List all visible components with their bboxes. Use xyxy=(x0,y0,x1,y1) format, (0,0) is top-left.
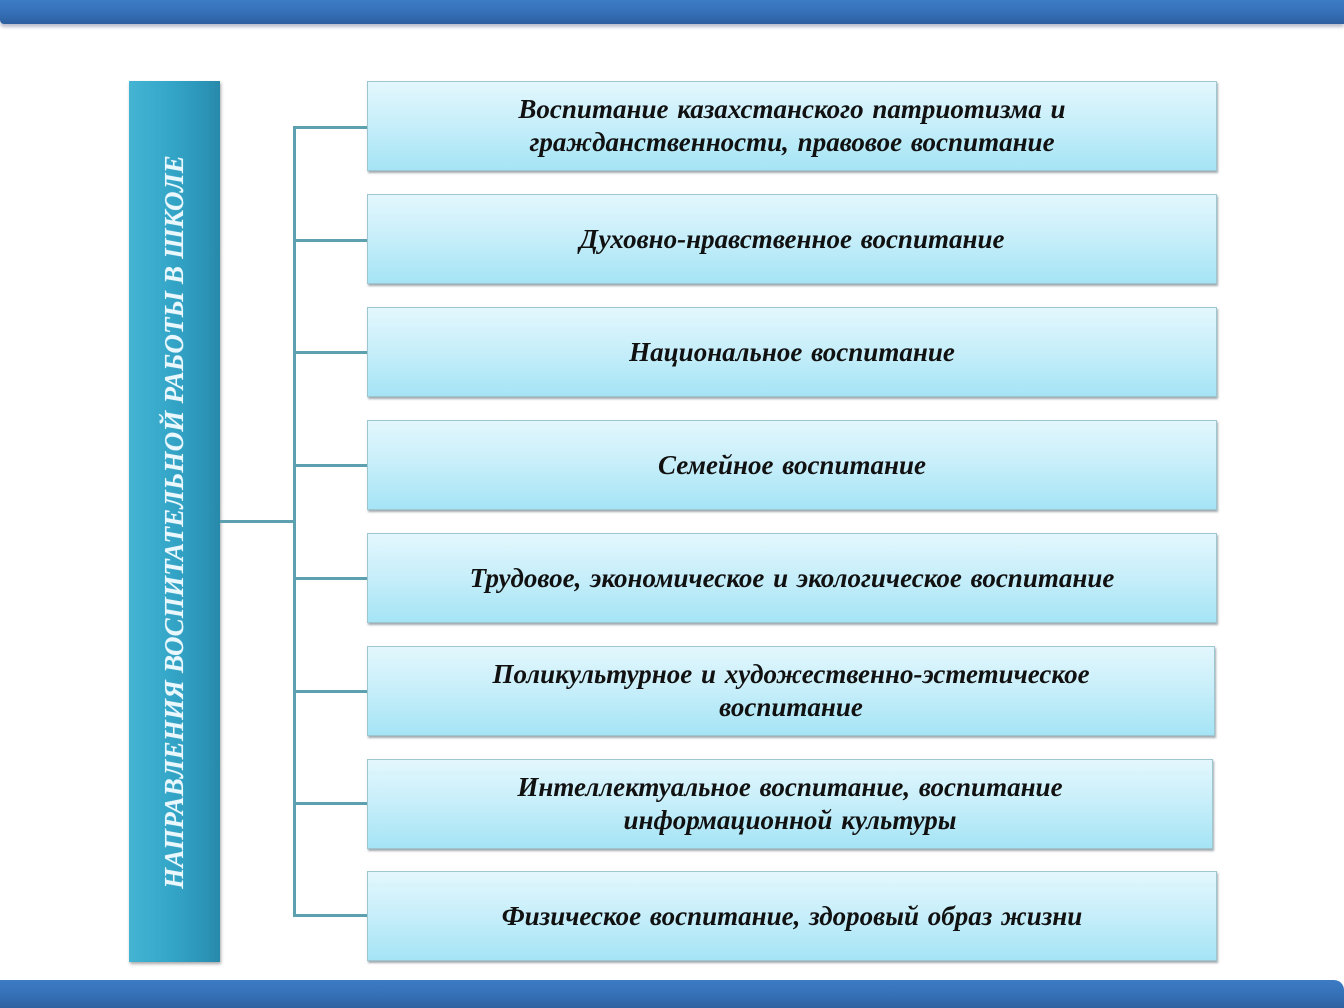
connector-stub-from-label xyxy=(220,520,296,523)
connector-branch-5 xyxy=(293,577,368,580)
connector-branch-3 xyxy=(293,351,368,354)
connector-branch-4 xyxy=(293,464,368,467)
direction-box-patriotism: Воспитание казахстанского патриотизма и … xyxy=(367,81,1217,171)
category-label-box: НАПРАВЛЕНИЯ ВОСПИТАТЕЛЬНОЙ РАБОТЫ В ШКОЛ… xyxy=(129,81,220,962)
direction-box-labor-economic-ecological: Трудовое, экономическое и экологическое … xyxy=(367,533,1217,623)
direction-label: Интеллектуальное воспитание, воспитание … xyxy=(517,772,1063,835)
direction-label: Физическое воспитание, здоровый образ жи… xyxy=(501,900,1083,931)
direction-box-family: Семейное воспитание xyxy=(367,420,1217,510)
connector-branch-6 xyxy=(293,690,368,693)
direction-box-spiritual-moral: Духовно-нравственное воспитание xyxy=(367,194,1217,284)
category-label-text: НАПРАВЛЕНИЯ ВОСПИТАТЕЛЬНОЙ РАБОТЫ В ШКОЛ… xyxy=(159,154,189,889)
direction-box-national: Национальное воспитание xyxy=(367,307,1217,397)
top-decorative-bar xyxy=(0,0,1344,24)
connector-vertical-trunk xyxy=(293,126,296,917)
connector-branch-7 xyxy=(293,802,368,805)
direction-box-multicultural-aesthetic: Поликультурное и художественно-эстетичес… xyxy=(367,646,1215,736)
direction-label: Воспитание казахстанского патриотизма и … xyxy=(518,94,1066,157)
connector-branch-8 xyxy=(293,914,368,917)
direction-label: Семейное воспитание xyxy=(658,449,926,480)
connector-branch-2 xyxy=(293,239,368,242)
direction-box-physical-health: Физическое воспитание, здоровый образ жи… xyxy=(367,871,1217,961)
direction-label: Духовно-нравственное воспитание xyxy=(579,223,1005,254)
connector-branch-1 xyxy=(293,126,368,129)
direction-label: Трудовое, экономическое и экологическое … xyxy=(469,562,1115,593)
direction-label: Поликультурное и художественно-эстетичес… xyxy=(492,659,1090,722)
bottom-decorative-bar xyxy=(0,980,1344,1008)
direction-box-intellectual-information: Интеллектуальное воспитание, воспитание … xyxy=(367,759,1213,849)
direction-label: Национальное воспитание xyxy=(629,336,955,367)
